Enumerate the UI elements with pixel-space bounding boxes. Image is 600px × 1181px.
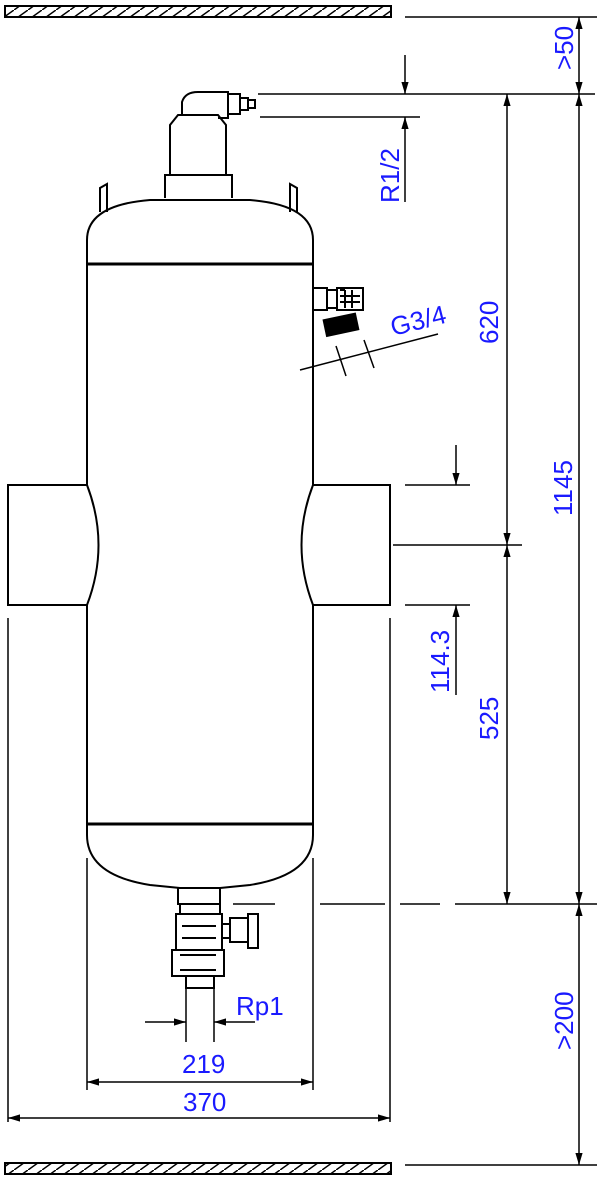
drain-valve (171, 887, 259, 989)
extension-lines (7, 484, 597, 1122)
height-1145-label: 1145 (548, 460, 578, 516)
height-525-label: 525 (474, 697, 504, 740)
bottom-clearance-label: >200 (549, 991, 579, 1050)
side-thread-label: G3/4 (387, 299, 449, 342)
top-clearance-label: >50 (549, 26, 579, 70)
height-620-label: 620 (474, 301, 504, 344)
vessel-body (86, 199, 314, 889)
dimension-lines (7, 16, 583, 1165)
air-vent (164, 91, 595, 198)
floor (4, 1162, 597, 1175)
vent-thread-label: R1/2 (375, 148, 405, 203)
left-nozzle (7, 484, 100, 606)
side-valve (312, 287, 364, 338)
right-nozzle (300, 484, 391, 606)
vessel-diameter-label: 219 (182, 1049, 225, 1079)
ceiling (4, 5, 597, 18)
pipe-diameter-label: 114.3 (425, 630, 455, 693)
lifting-lugs (99, 182, 298, 212)
drain-thread-label: Rp1 (236, 991, 284, 1021)
overall-width-label: 370 (183, 1087, 226, 1117)
